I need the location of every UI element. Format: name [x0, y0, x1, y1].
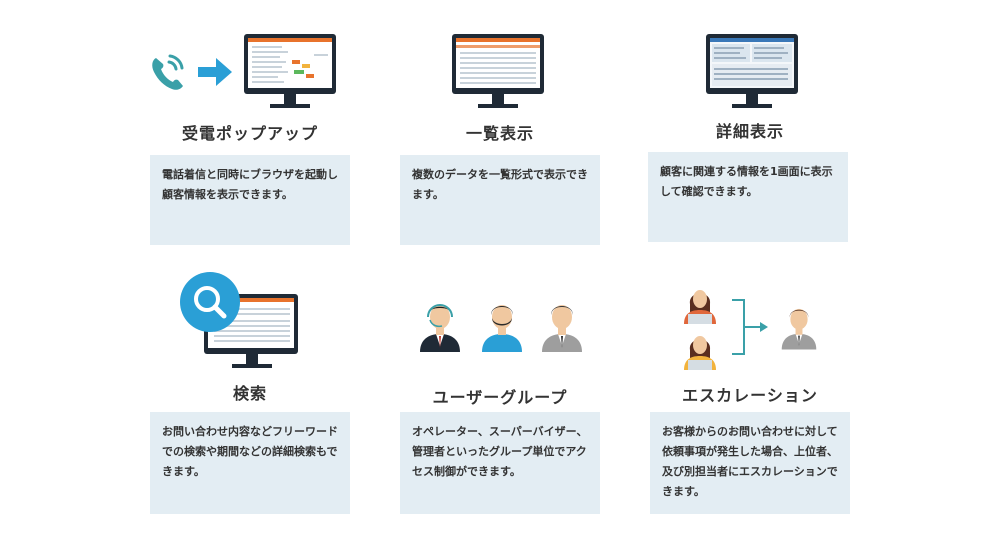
manager-avatar-icon [540, 300, 584, 352]
feature-description-box: お客様からのお問い合わせに対して依頼事項が発生した場合、上位者、及び別担当者にエ… [650, 412, 850, 514]
feature-description: お問い合わせ内容などフリーワードでの検索や期間などの詳細検索もできます。 [162, 425, 338, 478]
feature-detail: 詳細表示 顧客に関連する情報を1画面に表示して確認できます。 [640, 0, 860, 250]
bracket-arrow-icon [730, 298, 770, 356]
feature-description-box: 顧客に関連する情報を1画面に表示して確認できます。 [648, 152, 848, 242]
monitor-icon [452, 34, 544, 110]
arrow-right-icon [198, 58, 232, 86]
feature-title: 検索 [232, 384, 267, 403]
phone-icon [148, 52, 186, 92]
feature-description: 複数のデータを一覧形式で表示できます。 [412, 168, 588, 201]
operator-avatar-icon [418, 300, 462, 352]
feature-description-box: 電話着信と同時にブラウザを起動し顧客情報を表示できます。 [150, 155, 350, 245]
female-operator-icon [682, 284, 718, 324]
feature-title: ユーザーグループ [432, 388, 568, 407]
feature-escalation: エスカレーション お客様からのお問い合わせに対して依頼事項が発生した場合、上位者… [640, 262, 860, 524]
feature-popup: 受電ポップアップ 電話着信と同時にブラウザを起動し顧客情報を表示できます。 [140, 0, 360, 250]
monitor-icon [706, 34, 798, 110]
feature-description: 電話着信と同時にブラウザを起動し顧客情報を表示できます。 [162, 168, 338, 201]
feature-usergroup: ユーザーグループ オペレーター、スーパーバイザー、管理者といったグループ単位でア… [390, 262, 610, 524]
feature-title: 受電ポップアップ [181, 124, 318, 143]
feature-description-box: お問い合わせ内容などフリーワードでの検索や期間などの詳細検索もできます。 [150, 412, 350, 514]
feature-title: エスカレーション [682, 386, 818, 405]
feature-description: 顧客に関連する情報を1画面に表示して確認できます。 [660, 165, 833, 198]
magnifier-icon [180, 272, 240, 332]
supervisor-avatar-icon [480, 300, 524, 352]
feature-description: オペレーター、スーパーバイザー、管理者といったグループ単位でアクセス制御ができま… [412, 425, 588, 478]
manager-avatar-icon [780, 302, 818, 352]
feature-description-box: オペレーター、スーパーバイザー、管理者といったグループ単位でアクセス制御ができま… [400, 412, 600, 514]
feature-description: お客様からのお問い合わせに対して依頼事項が発生した場合、上位者、及び別担当者にエ… [662, 425, 838, 498]
female-operator-icon [682, 330, 718, 370]
feature-description-box: 複数のデータを一覧形式で表示できます。 [400, 155, 600, 245]
feature-title: 詳細表示 [715, 122, 784, 141]
feature-title: 一覧表示 [465, 124, 534, 143]
monitor-icon [244, 34, 336, 110]
feature-list: 一覧表示 複数のデータを一覧形式で表示できます。 [390, 0, 610, 250]
feature-search: 検索 お問い合わせ内容などフリーワードでの検索や期間などの詳細検索もできます。 [140, 262, 360, 524]
